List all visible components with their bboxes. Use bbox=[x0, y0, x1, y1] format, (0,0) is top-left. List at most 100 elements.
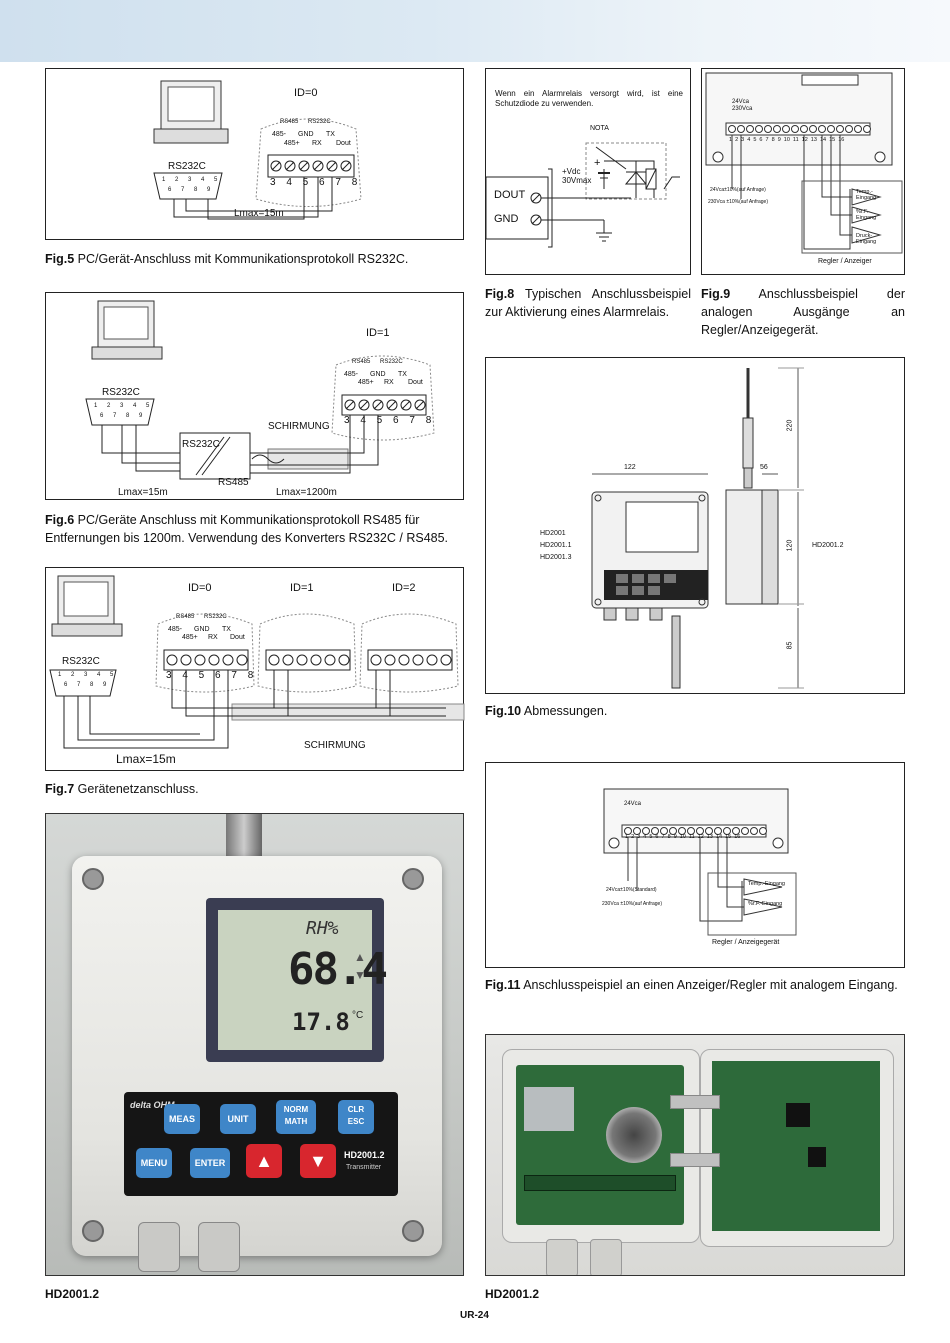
fig8-dout: DOUT bbox=[494, 189, 526, 201]
menu-button[interactable]: MENU bbox=[136, 1148, 172, 1178]
fig11-term-nums: 1 2 3 4 5 6 7 8 9 10 11 12 13 14 15 16 bbox=[625, 834, 741, 840]
fig10-drawing bbox=[591, 367, 804, 689]
fig7-pc-label: RS232C bbox=[62, 656, 100, 667]
fig6-pc-label: RS232C bbox=[102, 387, 140, 398]
brand-logo: delta OHM bbox=[130, 1100, 175, 1110]
fig6-gnd: GND bbox=[370, 371, 386, 378]
lcd-rh-label: RH% bbox=[306, 918, 339, 939]
fig8-note: Wenn ein Alarmrelais versorgt wird, ist … bbox=[495, 89, 683, 108]
fig7-rs485: RS485 bbox=[176, 614, 195, 620]
fig6-caption: Fig.6 PC/Geräte Anschluss mit Kommunikat… bbox=[45, 511, 464, 547]
fig7-wiring bbox=[49, 575, 465, 749]
arrow-down-icon: ▼ bbox=[354, 968, 366, 982]
screw-icon bbox=[82, 868, 104, 890]
chip-icon bbox=[808, 1147, 826, 1167]
cable-gland-icon bbox=[590, 1239, 622, 1275]
triangle-down-icon: ▼ bbox=[309, 1151, 327, 1171]
fig5-caption: Fig.5 PC/Gerät-Anschluss mit Kommunikati… bbox=[45, 250, 464, 268]
device-open-photo bbox=[485, 1034, 905, 1276]
triangle-up-icon: ▲ bbox=[255, 1151, 273, 1171]
fig7-schirmung: SCHIRMUNG bbox=[304, 740, 366, 751]
fig5-caption-text: PC/Gerät-Anschluss mit Kommunikationspro… bbox=[74, 252, 409, 266]
sensor-socket-icon bbox=[606, 1107, 662, 1163]
fig5-diagram: ID=0 RS485 RS232C 485- GND TX 485+ RX Do… bbox=[45, 68, 464, 240]
fig11-caption-text: Anschlusspeispiel an einen Anzeiger/Regl… bbox=[520, 978, 898, 992]
fig9-caption: Fig.9 Anschlussbeispiel der analogen Aus… bbox=[701, 285, 905, 339]
model-label: HD2001.2 bbox=[344, 1150, 385, 1160]
photo-right-label: HD2001.2 bbox=[485, 1287, 540, 1301]
fig7-rs232c: RS232C bbox=[204, 614, 227, 620]
screw-icon bbox=[402, 868, 424, 890]
fig11-diagram: 24Vca 1 2 3 4 5 6 7 8 9 10 11 12 13 14 1… bbox=[485, 762, 905, 968]
fig5-gnd: GND bbox=[298, 131, 314, 138]
fig6-wiring bbox=[85, 300, 435, 480]
clr-esc-button[interactable]: CLR ESC bbox=[338, 1100, 374, 1134]
transformer-icon bbox=[524, 1087, 574, 1131]
fig11-rh: %r.F.-Eingang bbox=[748, 901, 783, 907]
lcd-temp-value: 17.8 bbox=[292, 1008, 350, 1036]
fig6-tx: TX bbox=[398, 371, 407, 378]
fig9-diagram: 24Vca 230Vca 1 2 3 4 5 6 7 8 9 10 11 12 … bbox=[701, 68, 905, 275]
unit-button[interactable]: UNIT bbox=[220, 1104, 256, 1134]
down-button[interactable]: ▼ bbox=[300, 1144, 336, 1178]
clr-label: CLR bbox=[347, 1105, 365, 1114]
fig9-caption-text: Anschlussbeispiel der analogen Ausgänge … bbox=[701, 287, 905, 337]
fig6-conv-rs485: RS485 bbox=[218, 477, 249, 488]
fig10-dim220: 220 bbox=[786, 419, 794, 432]
screw-icon bbox=[82, 1220, 104, 1242]
fig5-485p: 485+ bbox=[284, 140, 300, 147]
fig5-485m: 485- bbox=[272, 131, 287, 138]
fig9-caption-num: Fig.9 bbox=[701, 287, 731, 301]
fig6-diagram: ID=1 RS485 RS232C 485- GND TX 485+ RX Do… bbox=[45, 292, 464, 500]
fig9-rh: %r.F.-Eingang bbox=[856, 209, 877, 221]
fig7-lmax: Lmax=15m bbox=[116, 752, 176, 766]
fig8-30vmax: 30Vmax bbox=[562, 176, 592, 185]
norm-math-button[interactable]: NORM MATH bbox=[276, 1100, 316, 1134]
fig8-plus: + bbox=[594, 157, 601, 169]
terminal-strip bbox=[524, 1175, 676, 1191]
ribbon-cable-icon bbox=[670, 1153, 720, 1167]
fig7-485m: 485- bbox=[168, 626, 183, 633]
fig6-485m: 485- bbox=[344, 371, 359, 378]
device-front-photo: RH% 68.4 ▲ ▼ 17.8 °C delta OHM MEAS UNIT… bbox=[45, 813, 464, 1276]
enter-button[interactable]: ENTER bbox=[190, 1148, 230, 1178]
fig5-rs232c: RS232C bbox=[308, 119, 331, 125]
microcontroller-chip-icon bbox=[786, 1103, 810, 1127]
fig6-485p: 485+ bbox=[358, 379, 374, 386]
fig5-wiring bbox=[153, 80, 362, 220]
fig6-lmax2: Lmax=1200m bbox=[276, 487, 337, 498]
fig10-dim122: 122 bbox=[624, 464, 636, 471]
display-pcb bbox=[712, 1061, 880, 1231]
fig5-rs485: RS485 bbox=[280, 119, 299, 125]
up-button[interactable]: ▲ bbox=[246, 1144, 282, 1178]
fig5-dout: Dout bbox=[336, 140, 351, 147]
fig10-caption-num: Fig.10 bbox=[485, 704, 522, 718]
fig9-230vca: 230Vca bbox=[732, 106, 753, 112]
photo-left-label: HD2001.2 bbox=[45, 1287, 100, 1301]
fig8-gnd: GND bbox=[494, 213, 519, 225]
meas-button[interactable]: MEAS bbox=[164, 1104, 200, 1134]
fig7-gnd: GND bbox=[194, 626, 210, 633]
fig5-rx: RX bbox=[312, 140, 322, 147]
fig11-regler: Regler / Anzeigegerät bbox=[712, 939, 780, 946]
fig6-caption-text: PC/Geräte Anschluss mit Kommunikationspr… bbox=[45, 513, 449, 545]
fig7-id0: ID=0 bbox=[188, 582, 212, 594]
fig6-rx: RX bbox=[384, 379, 394, 386]
ribbon-cable-icon bbox=[670, 1095, 720, 1109]
fig9-term-nums: 1 2 3 4 5 6 7 8 9 10 11 12 13 14 15 16 bbox=[729, 137, 845, 143]
fig8-caption-num: Fig.8 bbox=[485, 287, 515, 301]
fig11-caption: Fig.11 Anschlusspeispiel an einen Anzeig… bbox=[485, 976, 905, 994]
fig11-caption-num: Fig.11 bbox=[485, 978, 521, 992]
fig8-caption-text: Typischen Anschlussbeispiel zur Aktivier… bbox=[485, 287, 691, 319]
fig8-wiring bbox=[485, 142, 680, 248]
fig10-model-side: HD2001.2 bbox=[812, 542, 844, 549]
fig7-id1: ID=1 bbox=[290, 582, 314, 594]
fig5-id: ID=0 bbox=[294, 87, 318, 99]
fig7-id2: ID=2 bbox=[392, 582, 416, 594]
fig7-db9-bot: 6 7 8 9 bbox=[64, 682, 111, 688]
fig9-supply1: 24Vca±10%(auf Anfrage) bbox=[710, 187, 766, 193]
fig7-caption: Fig.7 Gerätenetzanschluss. bbox=[45, 780, 464, 798]
fig5-db9-top: 1 2 3 4 5 bbox=[162, 177, 222, 183]
fig6-rs232c: RS232C bbox=[380, 359, 403, 365]
fig10-diagram: 122 56 220 120 85 HD2001 HD2001.1 HD2001… bbox=[485, 357, 905, 694]
